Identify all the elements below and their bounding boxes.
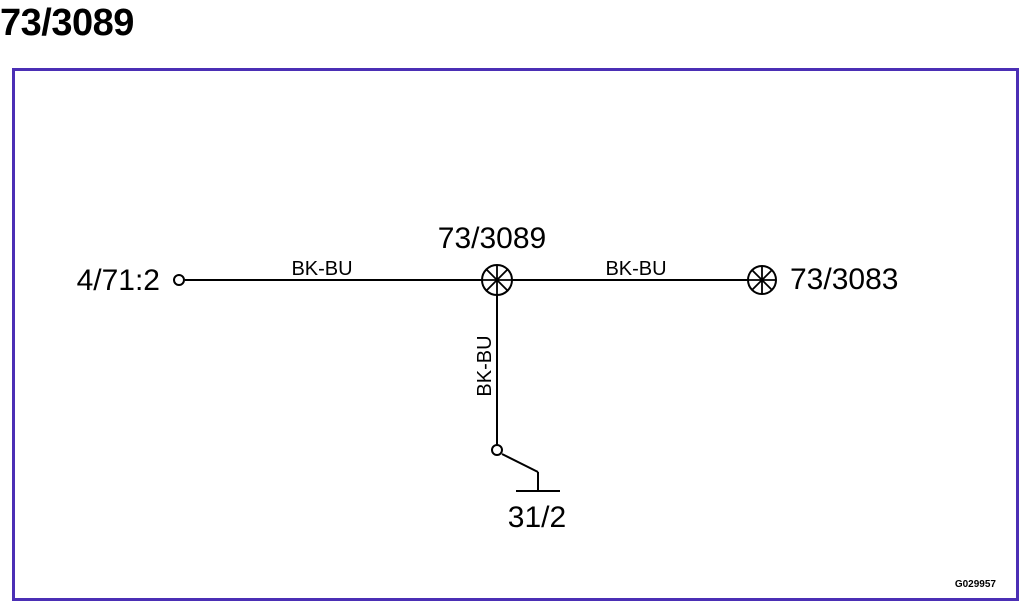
terminal-ground-icon [491, 444, 503, 456]
terminal-left-icon [173, 274, 185, 286]
diagram-frame [12, 68, 1019, 601]
wire-label-right: BK-BU [605, 258, 666, 280]
wire-label-down: BK-BU [474, 335, 496, 396]
splice-center-icon [481, 264, 513, 296]
wire-label-left: BK-BU [291, 258, 352, 280]
node-label-center: 73/3089 [438, 222, 546, 255]
node-label-ground: 31/2 [508, 501, 566, 534]
splice-right-icon [747, 265, 777, 295]
figure-id: G029957 [955, 579, 997, 590]
page-title: 73/3089 [0, 2, 134, 44]
node-label-right: 73/3083 [790, 263, 898, 296]
node-label-left: 4/71:2 [77, 264, 160, 297]
ground-icon [501, 453, 560, 492]
